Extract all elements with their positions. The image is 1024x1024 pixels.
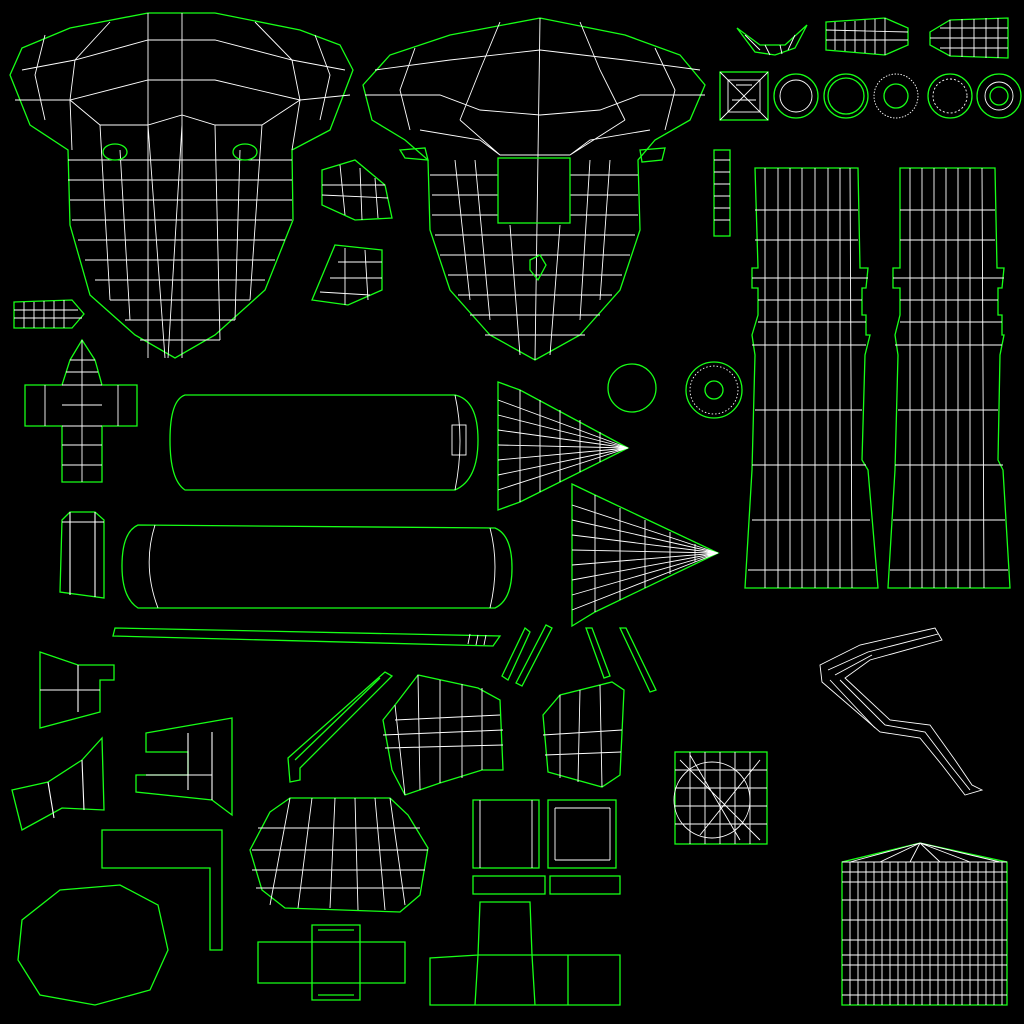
right-pillar-island <box>887 167 1011 589</box>
cone-island-1 <box>497 381 630 511</box>
head-back-island <box>362 17 706 361</box>
hex-box-island <box>542 681 625 788</box>
ring-island-5 <box>976 73 1022 119</box>
head-front-island <box>9 12 354 359</box>
flap-island <box>11 736 105 831</box>
sliver-island-4 <box>618 627 657 693</box>
capsule-island-2 <box>121 524 513 609</box>
ring-island-1 <box>773 73 819 119</box>
cross-net-island-2 <box>429 901 621 1006</box>
sliver-island-1 <box>501 626 531 681</box>
small-strip-island <box>713 149 731 237</box>
ring-island-3 <box>873 73 919 119</box>
angled-blade-island <box>287 671 394 783</box>
small-block-island <box>59 511 105 599</box>
bullet-tip-island-1 <box>825 17 909 56</box>
square-cap-island <box>719 71 769 121</box>
ring-island-2 <box>823 73 869 119</box>
dome-panel-island <box>249 797 429 913</box>
left-pillar-island <box>744 167 879 589</box>
ellipse-island <box>17 884 169 1006</box>
mouth-arc-island <box>736 24 808 56</box>
cross-net-island-1 <box>257 924 406 1001</box>
bracket-island <box>135 717 233 817</box>
cross-fin-island <box>24 338 138 483</box>
l-shape-island <box>101 829 223 951</box>
square-pair-island <box>472 799 621 895</box>
bullet-tip-island-2 <box>929 17 1009 59</box>
small-bullet-island <box>13 299 85 329</box>
sliver-island-2 <box>515 624 553 687</box>
ring-island-4 <box>927 73 973 119</box>
funnel-island <box>39 651 115 729</box>
cone-island-2 <box>571 482 720 628</box>
capsule-island-1 <box>169 394 479 491</box>
lens-box-island <box>382 674 504 796</box>
sliver-island-3 <box>585 627 611 679</box>
long-thin-strip-island <box>112 627 502 647</box>
sphere-grid-island <box>673 751 768 845</box>
circle-disk-island <box>607 363 657 413</box>
grid-panel-island <box>841 842 1008 1006</box>
bent-tube-island <box>819 627 984 796</box>
gear-ring-island <box>685 361 743 419</box>
small-box-island-1 <box>321 159 393 221</box>
small-box-island-2 <box>311 244 383 306</box>
